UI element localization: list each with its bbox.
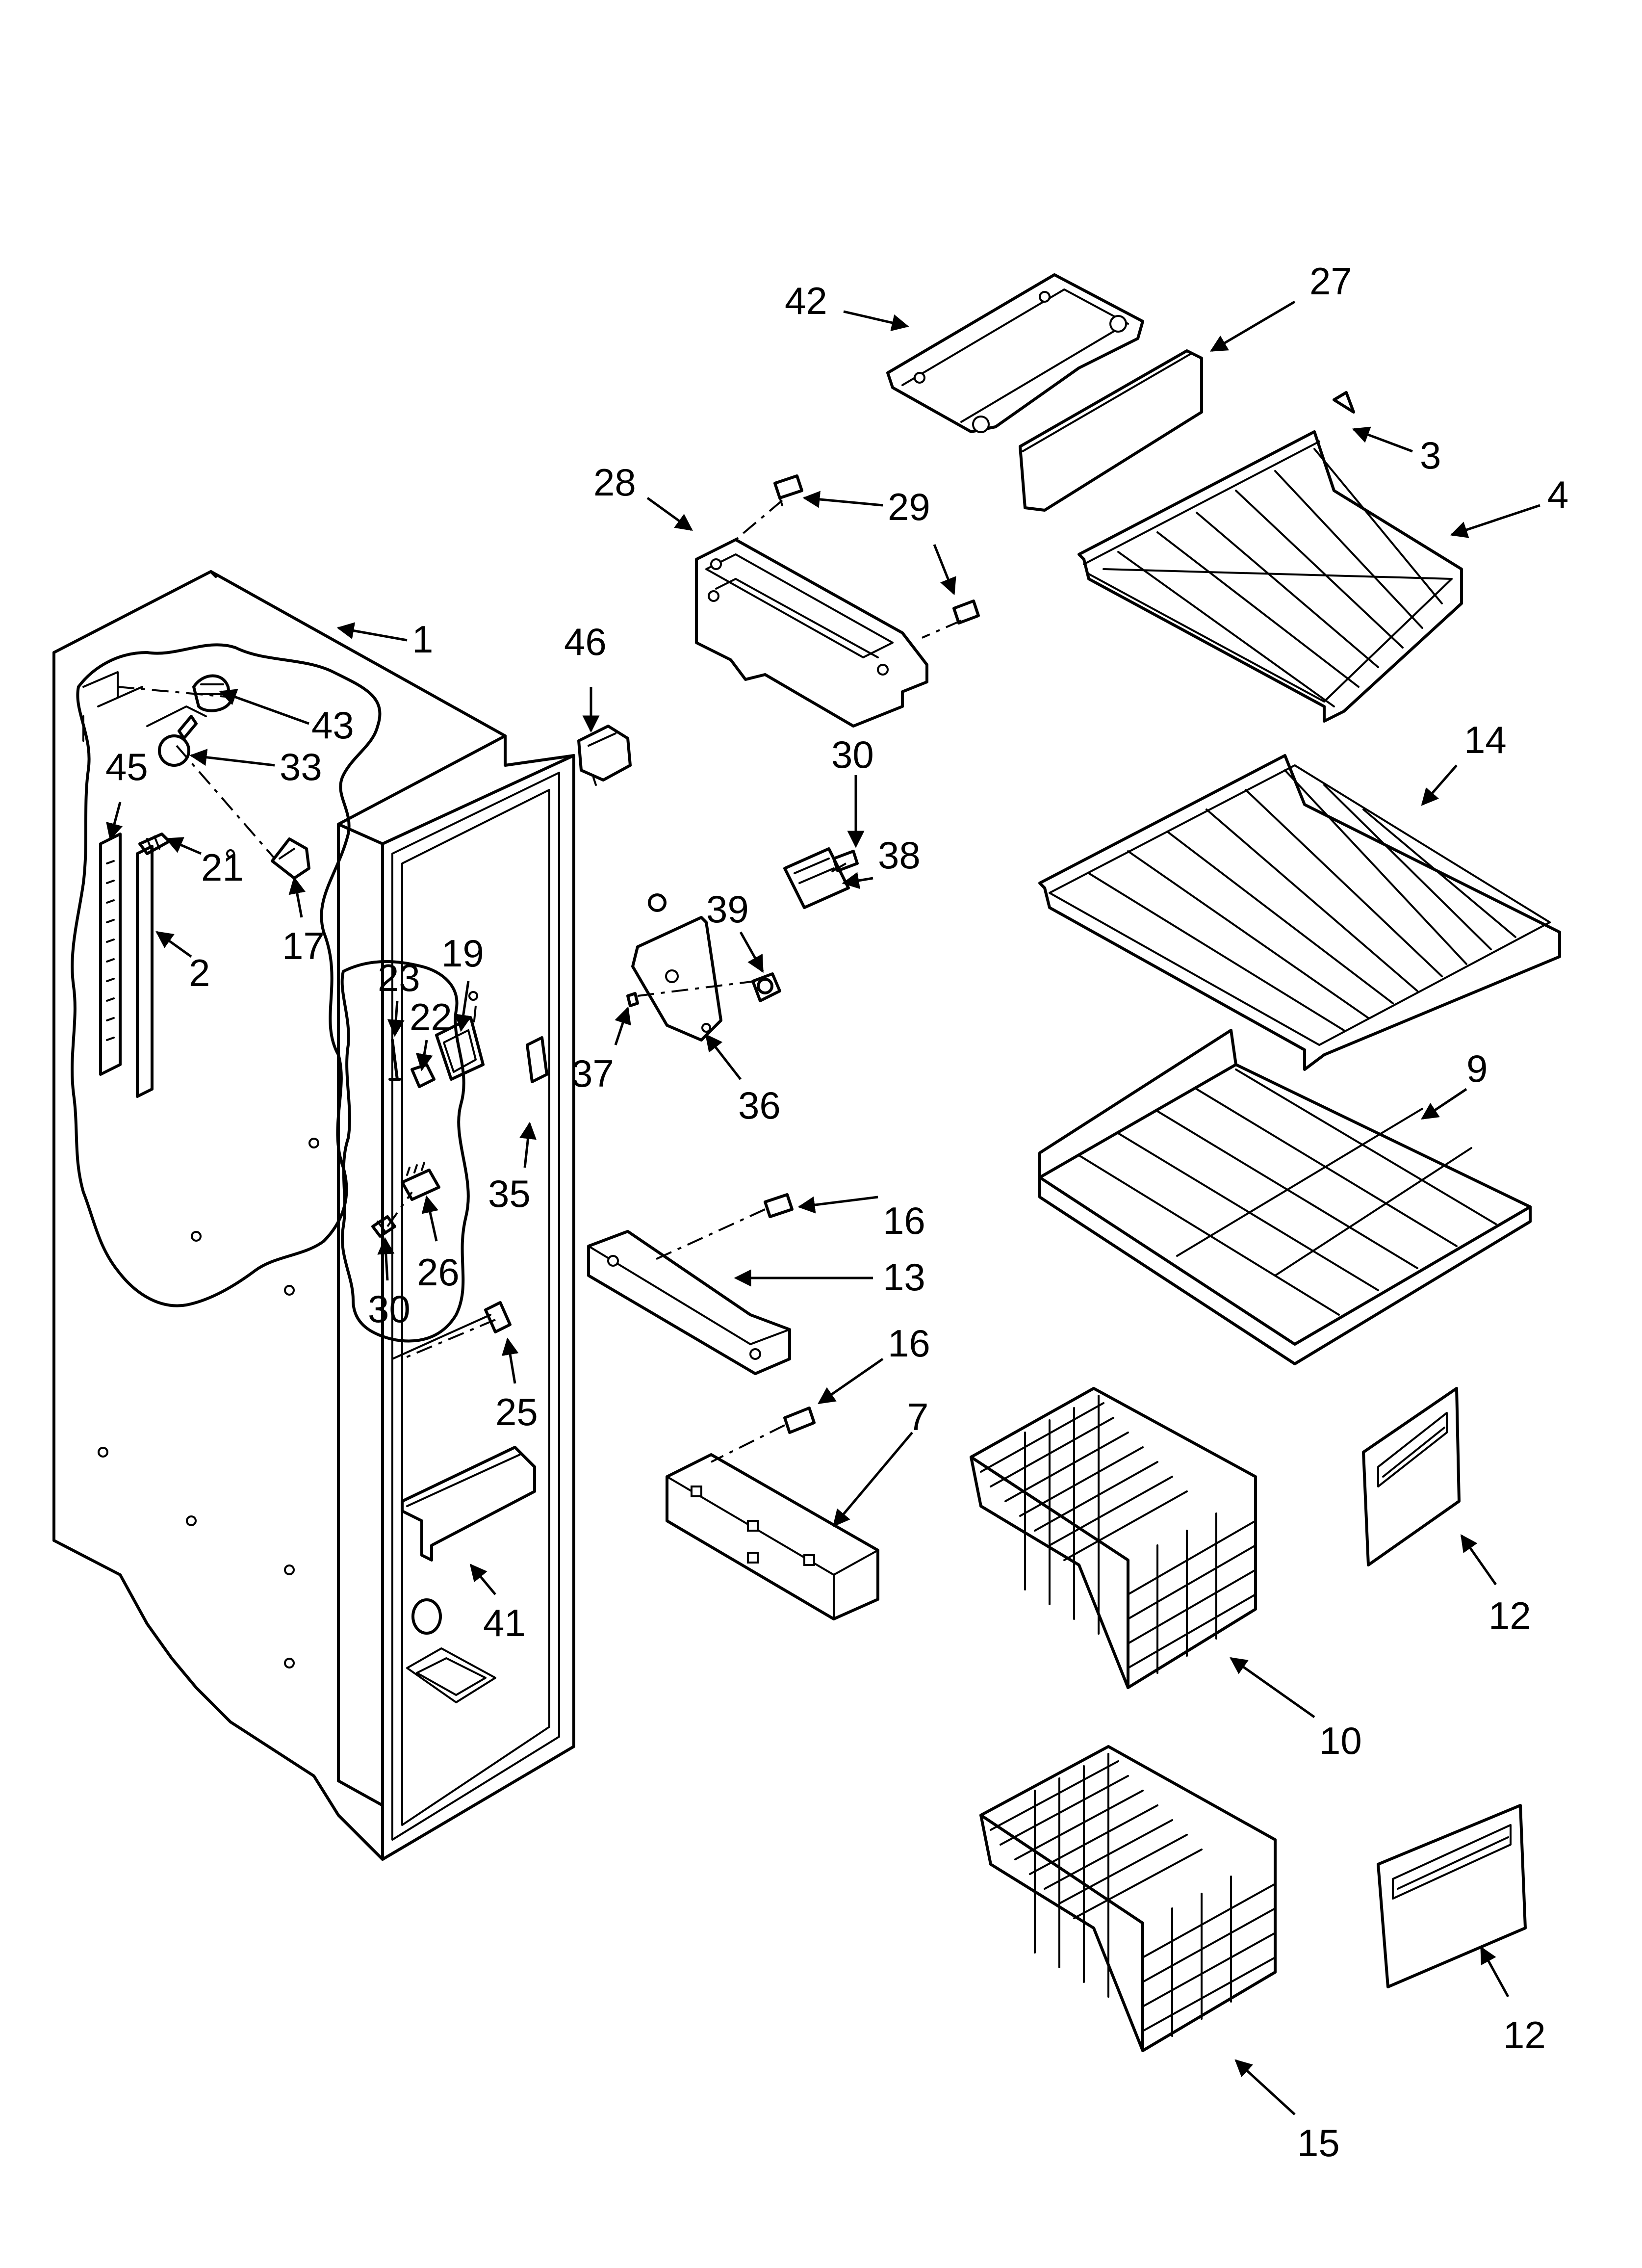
callout-9: 9 [1466, 1047, 1488, 1090]
hinge-42 [886, 273, 1144, 433]
basket-front-12-lower [1377, 1804, 1527, 1988]
callout-37: 37 [571, 1052, 614, 1095]
callout-46: 46 [564, 620, 607, 663]
callout-21: 21 [201, 846, 244, 889]
thermostat-36 [631, 893, 722, 1042]
callout-23: 23 [378, 956, 420, 999]
shelf-4 [1078, 430, 1463, 723]
callout-22: 22 [410, 995, 452, 1039]
basket-front-12-upper [1362, 1387, 1461, 1566]
trim-strip-2 [136, 845, 154, 1098]
callout-36: 36 [738, 1084, 781, 1127]
callout-16-b: 16 [888, 1322, 930, 1365]
callout-arrows [106, 300, 1540, 2115]
rail-13 [587, 1230, 791, 1375]
callout-4: 4 [1547, 473, 1568, 516]
shelf-9 [1038, 1029, 1532, 1365]
callout-38: 38 [878, 834, 921, 877]
screw-16-a [764, 1193, 794, 1218]
screw-16-b [783, 1407, 816, 1434]
knob-39 [751, 972, 781, 1002]
callout-33: 33 [280, 745, 322, 788]
connector-25 [484, 1301, 512, 1333]
callout-12-lower: 12 [1503, 2013, 1546, 2057]
light-bulb [158, 715, 198, 767]
light-housing-28 [695, 538, 928, 728]
callout-26: 26 [417, 1251, 460, 1294]
cover-41 [401, 1446, 536, 1562]
clip-37 [626, 992, 639, 1007]
callout-labels: 42 27 3 4 28 29 1 46 43 33 45 21 17 2 30… [105, 260, 1568, 2164]
callout-28: 28 [593, 461, 636, 504]
callout-17: 17 [282, 924, 325, 967]
callout-29-a: 29 [888, 485, 930, 528]
callout-2: 2 [189, 951, 210, 994]
screw-23 [388, 1039, 401, 1081]
shelf-support-7 [666, 1453, 879, 1620]
callout-15: 15 [1297, 2121, 1340, 2164]
callout-45: 45 [105, 745, 148, 788]
callout-7: 7 [907, 1395, 928, 1438]
callout-43: 43 [311, 704, 354, 747]
callout-16-a: 16 [883, 1199, 925, 1242]
screw-29-b [952, 600, 980, 625]
callout-13: 13 [883, 1255, 925, 1299]
light-lens-27 [1019, 349, 1203, 512]
callout-19: 19 [441, 932, 484, 975]
callout-39: 39 [706, 887, 749, 931]
thermistor-26 [401, 1162, 440, 1201]
callout-14: 14 [1464, 718, 1507, 761]
callout-30-left: 30 [368, 1287, 410, 1330]
callout-3: 3 [1420, 434, 1441, 477]
switch-35 [526, 1036, 548, 1083]
trim-strip-45 [99, 833, 122, 1076]
shelf-14 [1038, 754, 1561, 1071]
assembly-lines [117, 499, 962, 1463]
callout-25: 25 [495, 1390, 538, 1434]
bracket-46 [577, 725, 632, 786]
callout-12-upper: 12 [1488, 1594, 1531, 1637]
callout-10: 10 [1319, 1719, 1362, 1762]
callout-30-top: 30 [831, 733, 874, 776]
screw-29-a [773, 474, 803, 506]
basket-10 [970, 1387, 1257, 1689]
callout-1: 1 [412, 618, 433, 661]
callout-27: 27 [1309, 260, 1352, 303]
light-shield [271, 837, 310, 880]
basket-15 [979, 1745, 1277, 2052]
callout-42: 42 [785, 279, 827, 322]
callout-41: 41 [483, 1601, 526, 1644]
callout-35: 35 [488, 1172, 531, 1215]
clip-3 [1333, 391, 1355, 414]
screw-30-left [371, 1215, 396, 1238]
